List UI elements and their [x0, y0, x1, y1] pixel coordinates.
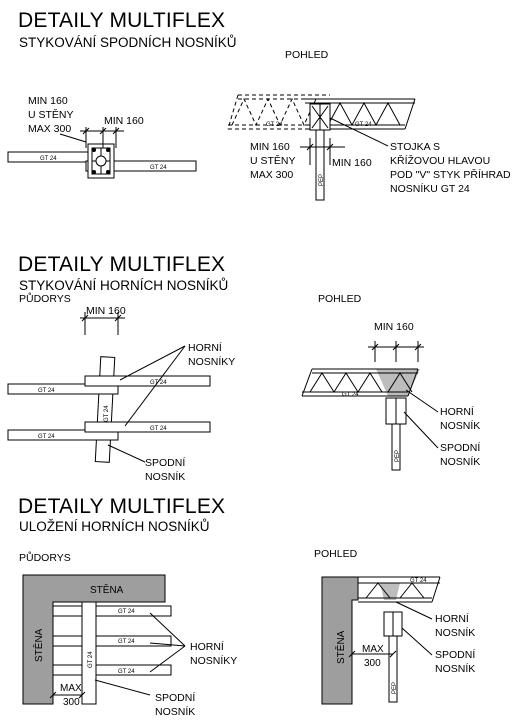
section2-view-label: POHLED: [318, 293, 362, 305]
s1-beam-label-right: GT 24: [150, 165, 167, 171]
section1-right-min-label: MIN 160: [332, 157, 372, 169]
section3-subtitle: ULOŽENÍ HORNÍCH NOSNÍKŮ: [19, 519, 210, 534]
section3-view-label: POHLED: [314, 548, 358, 560]
s1-plan-splice: [7, 127, 197, 179]
section2-spodni-left: SPODNÍ NOSNÍK: [145, 457, 186, 483]
section1-subtitle: STYKOVÁNÍ SPODNÍCH NOSNÍKŮ: [19, 35, 237, 50]
s2-elevation: [301, 341, 439, 471]
s3-beam: [52, 635, 172, 647]
note-line: POD "V" STYK PŘÍHRAD: [390, 169, 511, 181]
section1-min-label: MIN 160: [104, 115, 144, 127]
s3-beam-label: GT 24: [118, 669, 135, 675]
s3-elevation: [321, 576, 441, 705]
s1-elevation: [227, 94, 416, 201]
s3-beam: [52, 664, 172, 676]
section1-title: DETAILY MULTIFLEX: [18, 9, 226, 32]
section3-title: DETAILY MULTIFLEX: [18, 495, 226, 518]
section2-subtitle: STYKOVÁNÍ HORNÍCH NOSNÍKŮ: [19, 278, 229, 293]
s3-beam-label: GT 24: [118, 609, 135, 615]
s2-beam-label: GT 24: [38, 388, 55, 394]
s3-plan: [22, 574, 186, 705]
section1-right-dims: MIN 160 U STĚNY MAX 300: [250, 140, 296, 182]
s2-beam-label: GT 24: [104, 405, 110, 422]
s2-top-beam-1b: [84, 375, 211, 387]
dim-line: MIN 160: [250, 141, 290, 153]
s3-wall-right-label: STĚNA: [334, 630, 347, 664]
s2-top-beam-1a: [7, 383, 119, 395]
section2-plan-label: PŮDORYS: [19, 293, 71, 305]
s1-prop-tube: [315, 129, 325, 201]
section2-title: DETAILY MULTIFLEX: [18, 253, 226, 276]
s3-beam-label: GT 24: [88, 651, 94, 668]
section2-horni-left: HORNÍ NOSNÍKY: [188, 342, 236, 368]
s3-bottom-beam: [81, 601, 97, 705]
s3-elev-beam-label: GT 24: [410, 578, 427, 584]
section3-spodni-left: SPODNÍ NOSNÍK: [155, 692, 196, 718]
section2-spodni-right: SPODNÍ NOSNÍK: [440, 442, 481, 468]
dim-line: MIN 160: [28, 95, 68, 107]
s1-prop-label: PEP: [319, 174, 325, 186]
s3-prop-label: PEP: [392, 682, 398, 694]
dim-line: U STĚNY: [28, 109, 74, 121]
s3-prop-tube: [388, 635, 398, 703]
s3-wall-side-label: STĚNA: [32, 628, 45, 662]
section1-view-label: POHLED: [285, 49, 329, 61]
note-line: STOJKA S: [390, 141, 440, 153]
s3-wall: [22, 574, 166, 705]
section1-left-dims: MIN 160 U STĚNY MAX 300: [28, 94, 74, 136]
s2-beam-label: GT 24: [150, 426, 167, 432]
s3-max-label: MAX: [60, 683, 82, 694]
s3-beam: [52, 605, 172, 617]
section1-stojka-note: STOJKA S KŘÍŽOVOU HLAVOU POD "V" STYK PŘ…: [390, 140, 511, 196]
s1-elev-beam-label-1: GT 24: [266, 122, 283, 128]
s2-prop-tube: [391, 423, 401, 471]
s2-elev-beam-label: GT 24: [342, 392, 359, 398]
s1-elev-beam-label-2: GT 24: [355, 122, 372, 128]
s1-dashed-beam: [227, 94, 330, 130]
s3-max-right-value: 300: [364, 658, 381, 669]
s2-prop-label: PEP: [395, 450, 401, 462]
s3-wall-top-label: STĚNA: [90, 583, 124, 596]
section2-min-left: MIN 160: [86, 305, 126, 317]
dim-line: MAX 300: [250, 169, 294, 181]
s2-hatch: [376, 369, 420, 396]
section2-min-right: MIN 160: [374, 321, 414, 333]
s3-max-value: 300: [63, 697, 80, 708]
note-line: NOSNÍKU GT 24: [390, 183, 470, 195]
s3-beam-label: GT 24: [118, 639, 135, 645]
section3-horni-right: HORNÍ NOSNÍK: [435, 613, 476, 639]
s2-top-beam-2b: [84, 421, 211, 433]
s2-top-beam-2a: [7, 429, 119, 441]
s2-plan: [7, 312, 211, 463]
s3-max-right-label: MAX: [362, 644, 384, 655]
section2-horni-right: HORNÍ NOSNÍK: [440, 406, 481, 432]
s1-right-beam: [85, 160, 197, 172]
s1-beam-label-left: GT 24: [40, 156, 57, 162]
s2-beam-label: GT 24: [38, 434, 55, 440]
note-line: KŘÍŽOVOU HLAVOU: [390, 155, 491, 167]
dim-line: MAX 300: [28, 123, 72, 135]
section3-plan-label: PŮDORYS: [19, 552, 71, 564]
section3-spodni-right: SPODNÍ NOSNÍK: [435, 649, 476, 675]
section3-horni-left: HORNÍ NOSNÍKY: [190, 641, 238, 667]
dim-line: U STĚNY: [250, 155, 296, 167]
s2-beam-label: GT 24: [150, 380, 167, 386]
